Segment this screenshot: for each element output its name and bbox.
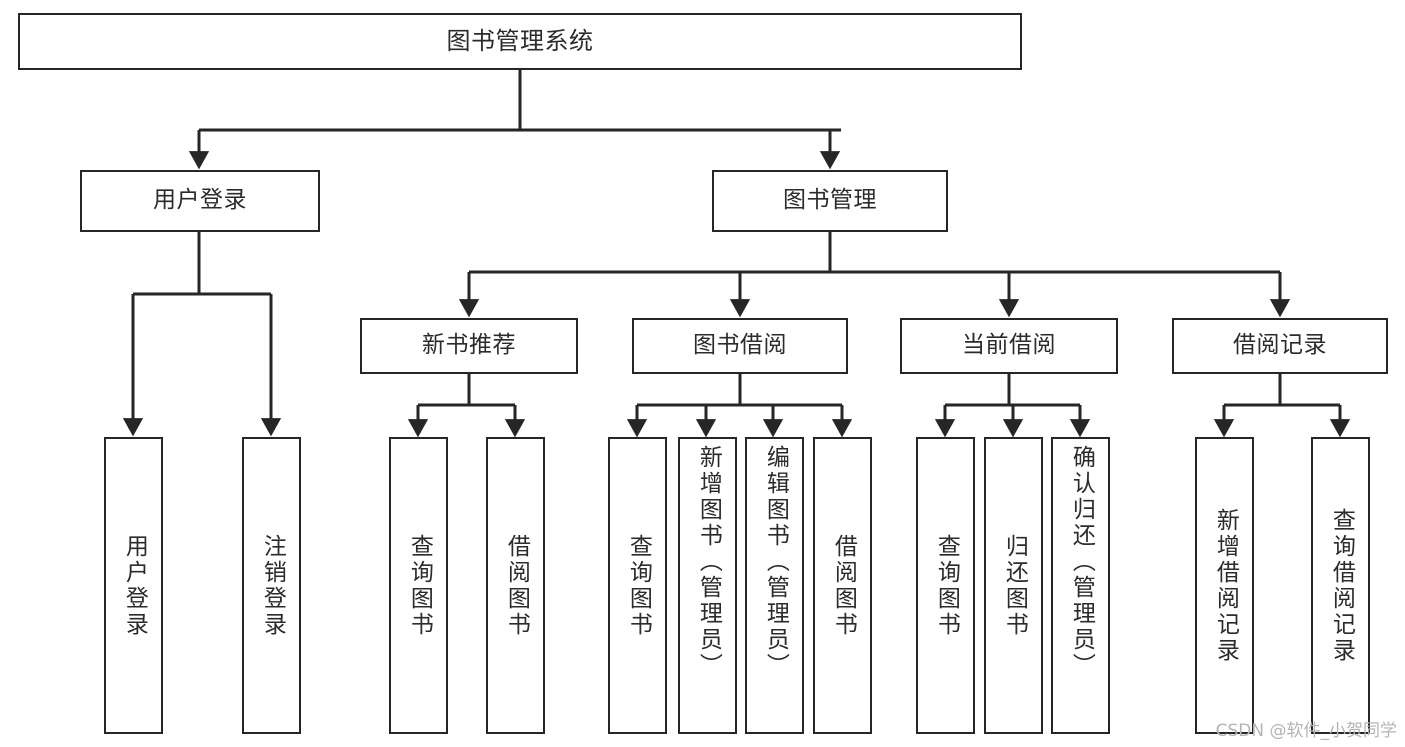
leaf-user-login[interactable]: 用户登录	[104, 437, 163, 734]
leaf-borrow-book-2-label: 借阅图书	[830, 533, 857, 638]
leaf-confirm-return-label: 确认归还（管理员）	[1068, 445, 1095, 679]
node-book-manage-label: 图书管理	[783, 187, 877, 214]
leaf-query-record[interactable]: 查询借阅记录	[1311, 437, 1370, 734]
node-current-borrow-label: 当前借阅	[962, 332, 1056, 359]
leaf-query-book-1[interactable]: 查询图书	[389, 437, 448, 734]
leaf-borrow-book-1-label: 借阅图书	[503, 533, 530, 638]
node-user-login-label: 用户登录	[153, 187, 247, 214]
node-book-borrow-label: 图书借阅	[693, 332, 787, 359]
leaf-query-book-1-label: 查询图书	[406, 533, 433, 638]
leaf-query-book-3-label: 查询图书	[933, 533, 960, 638]
node-root-label: 图书管理系统	[446, 27, 594, 56]
leaf-add-book[interactable]: 新增图书（管理员）	[678, 437, 737, 734]
leaf-logout-label: 注销登录	[259, 533, 286, 638]
leaf-borrow-book-2[interactable]: 借阅图书	[813, 437, 872, 734]
leaf-query-record-label: 查询借阅记录	[1328, 507, 1355, 664]
leaf-borrow-book-1[interactable]: 借阅图书	[486, 437, 545, 734]
leaf-return-book-label: 归还图书	[1001, 533, 1028, 638]
node-new-book-recommend[interactable]: 新书推荐	[360, 318, 578, 374]
node-current-borrow[interactable]: 当前借阅	[900, 318, 1118, 374]
node-root[interactable]: 图书管理系统	[18, 13, 1022, 70]
leaf-query-book-2[interactable]: 查询图书	[608, 437, 667, 734]
leaf-return-book[interactable]: 归还图书	[984, 437, 1043, 734]
leaf-query-book-3[interactable]: 查询图书	[916, 437, 975, 734]
node-borrow-record[interactable]: 借阅记录	[1172, 318, 1388, 374]
leaf-add-book-label: 新增图书（管理员）	[695, 445, 722, 679]
leaf-query-book-2-label: 查询图书	[625, 533, 652, 638]
leaf-user-login-label: 用户登录	[121, 533, 148, 638]
node-book-borrow[interactable]: 图书借阅	[632, 318, 848, 374]
node-new-book-recommend-label: 新书推荐	[422, 332, 516, 359]
csdn-watermark: CSDN @软件_小贺同学	[1215, 721, 1397, 741]
leaf-edit-book[interactable]: 编辑图书（管理员）	[745, 437, 804, 734]
leaf-edit-book-label: 编辑图书（管理员）	[762, 445, 789, 679]
leaf-add-record[interactable]: 新增借阅记录	[1195, 437, 1254, 734]
leaf-add-record-label: 新增借阅记录	[1212, 507, 1239, 664]
leaf-logout[interactable]: 注销登录	[242, 437, 301, 734]
node-borrow-record-label: 借阅记录	[1233, 332, 1327, 359]
node-user-login[interactable]: 用户登录	[80, 170, 320, 232]
leaf-confirm-return[interactable]: 确认归还（管理员）	[1051, 437, 1110, 734]
node-book-manage[interactable]: 图书管理	[712, 170, 948, 232]
